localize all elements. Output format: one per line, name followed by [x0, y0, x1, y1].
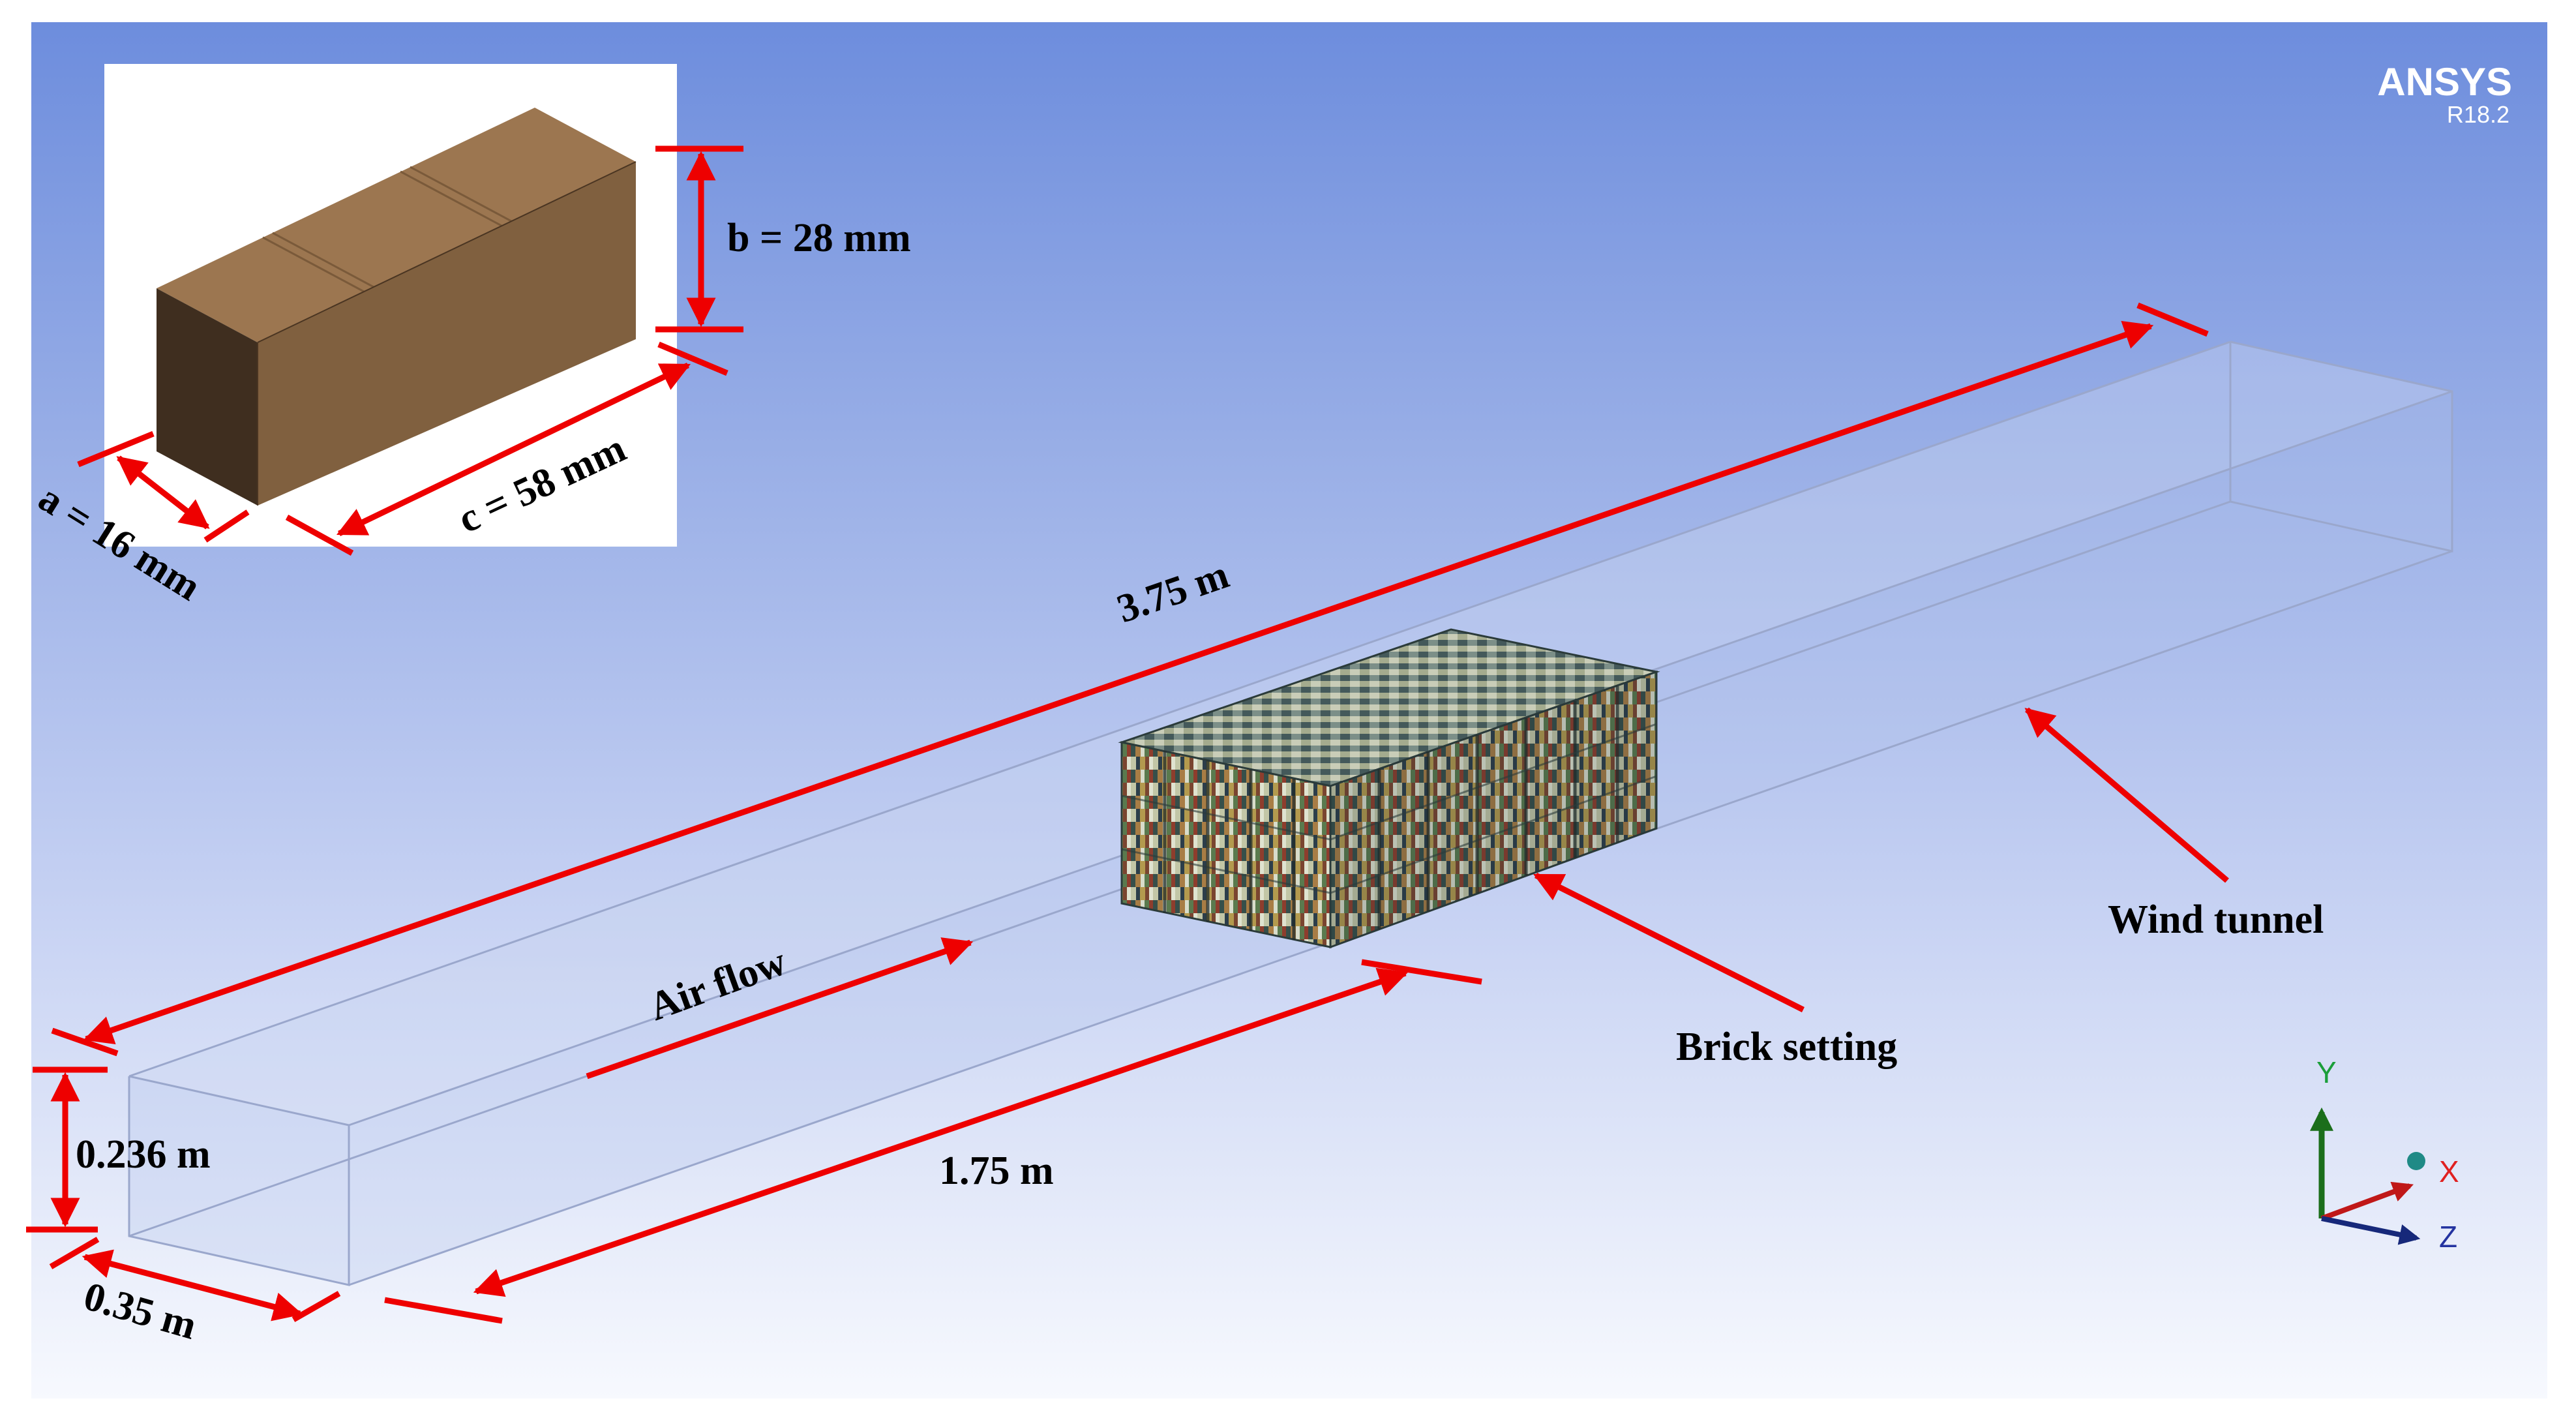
- label-length-total: 3.75 m: [1111, 552, 1234, 631]
- dim-width-tick-right: [292, 1291, 341, 1322]
- label-dim-b: b = 28 mm: [727, 216, 911, 260]
- dim-width-arrow: [82, 1249, 303, 1322]
- z-axis-label: Z: [2439, 1220, 2457, 1254]
- dimension-annotations: [26, 145, 2229, 1324]
- axis-triad[interactable]: Y X Z: [2310, 1055, 2459, 1254]
- z-axis-arrow: [2321, 1216, 2421, 1245]
- brick-setting-pointer: [1533, 872, 1805, 1013]
- air-flow-arrow: [586, 937, 974, 1080]
- brand-name: ANSYS: [2377, 60, 2512, 104]
- dim-upstream-arrow: [473, 967, 1409, 1297]
- x-axis-label: X: [2439, 1155, 2459, 1188]
- dim-length-tick-end: [2136, 302, 2209, 337]
- dim-upstream-tick-start: [384, 1297, 503, 1324]
- label-brick-setting: Brick setting: [1676, 1025, 1897, 1069]
- dim-length-arrow: [83, 320, 2154, 1045]
- wind-tunnel-pointer: [2024, 707, 2229, 883]
- dim-upstream-tick-end: [1361, 959, 1482, 985]
- triad-origin-ball-icon: [2407, 1152, 2425, 1170]
- dim-width-tick-left: [49, 1237, 100, 1269]
- brick-top-face: [157, 108, 636, 342]
- label-wind-tunnel: Wind tunnel: [2108, 898, 2324, 942]
- label-length-upstream: 1.75 m: [939, 1149, 1054, 1193]
- x-axis-arrow: [2320, 1181, 2414, 1221]
- brand-version: R18.2: [2447, 101, 2509, 128]
- y-axis-label: Y: [2316, 1055, 2337, 1089]
- label-height: 0.236 m: [76, 1132, 211, 1177]
- ansys-logo: ANSYS R18.2: [2377, 60, 2512, 128]
- brick-setting-stack: [1118, 628, 1660, 949]
